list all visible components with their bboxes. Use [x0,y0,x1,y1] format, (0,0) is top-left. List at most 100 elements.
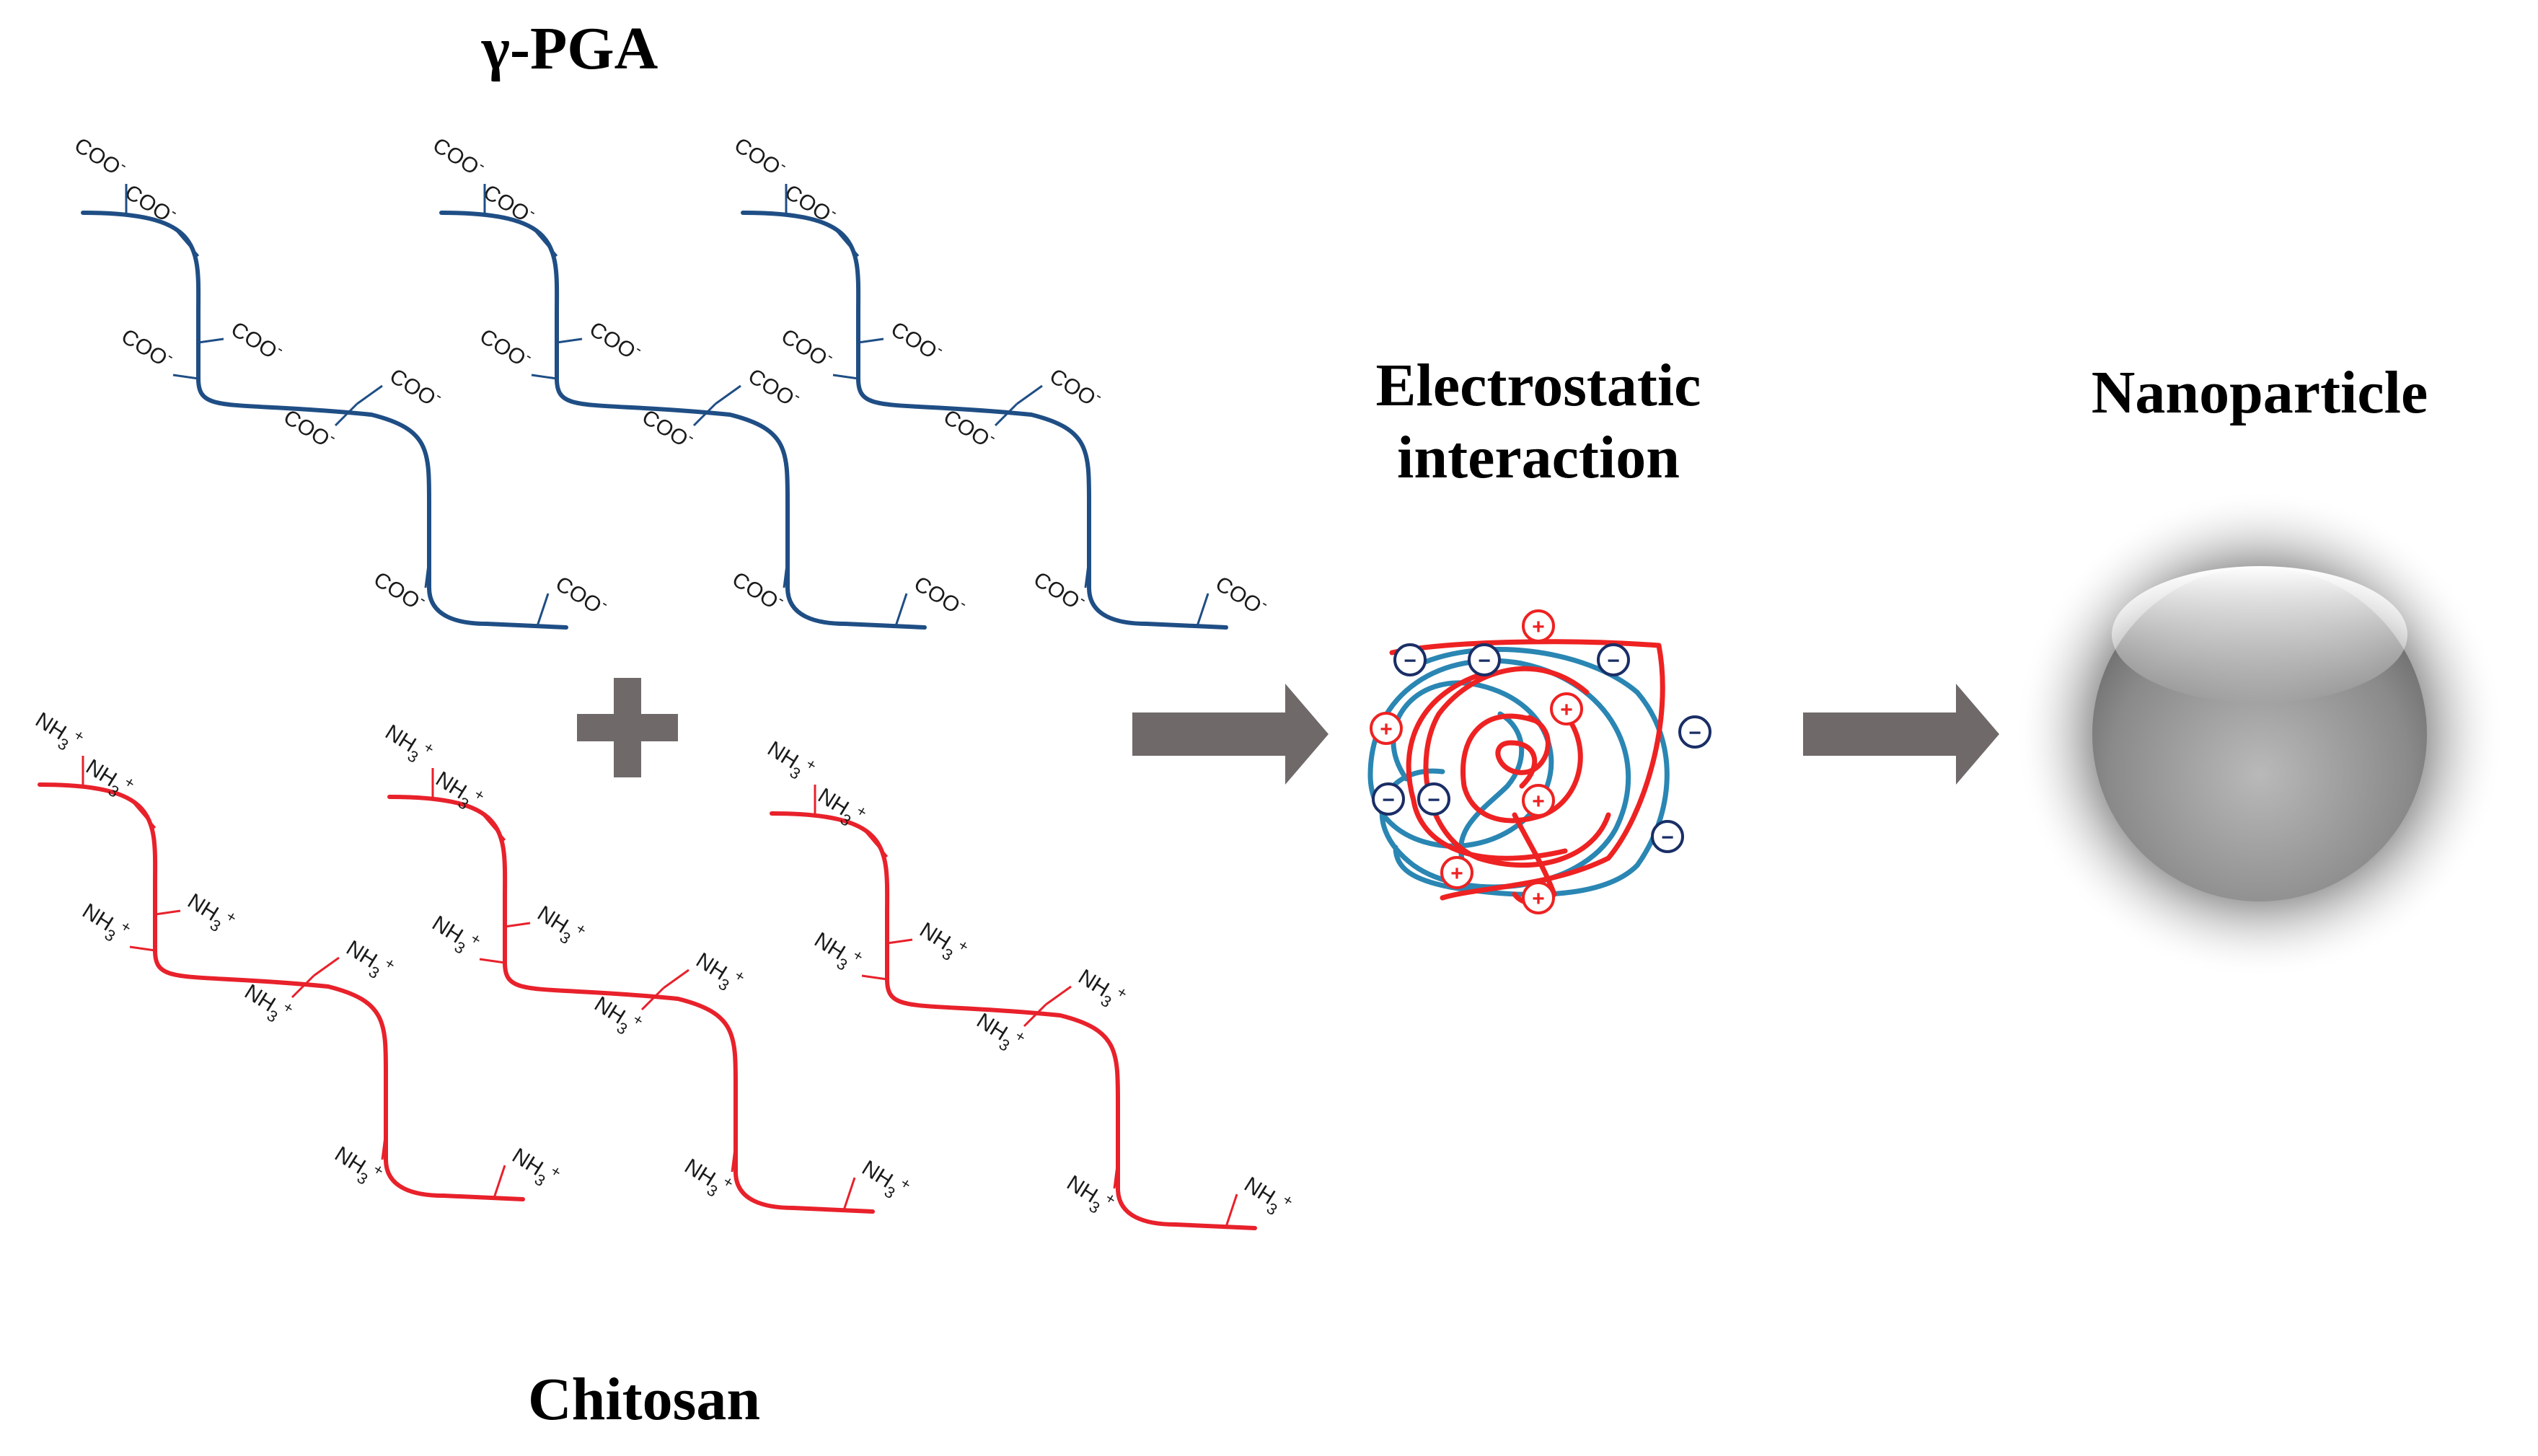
plus-sign-icon [577,678,678,777]
carboxylate-label: COO- [117,321,178,374]
carboxylate-label: COO- [479,177,540,229]
carboxylate-label: COO- [744,361,805,413]
chitosan-chain [40,785,523,1199]
carboxylate-label: COO- [585,314,646,366]
side-bond [1196,593,1209,627]
side-bond [175,230,200,257]
positive-charge-marker [1550,692,1583,725]
pga-chain [441,213,925,627]
pga-chain [83,213,566,627]
positive-charge-marker-symbol: + [1450,862,1463,886]
carboxylate-groups: COO-COO-COO-COO-COO-COO-COO-COO-COO-COO-… [70,130,1272,627]
positive-charge-marker [1522,881,1555,914]
side-bond [864,831,889,857]
ammonium-label: NH3+ [760,733,820,788]
side-bond [531,374,558,380]
carboxylate-label: COO- [385,361,446,413]
negative-charge-marker-symbol: − [1607,649,1620,673]
ammonium-label: NH3+ [1237,1169,1297,1224]
ammonium-label: NH3+ [677,1151,737,1206]
negative-charge-marker-symbol: − [1404,649,1416,673]
negative-charge-marker-symbol: − [1478,649,1491,673]
ammonium-label: NH3+ [425,908,485,963]
negative-charge-marker [1597,643,1630,676]
carboxylate-label: COO- [780,177,842,229]
negative-charge-marker [1372,782,1405,816]
carboxylate-label: COO- [1029,564,1090,617]
ammonium-label: NH3+ [180,886,240,940]
carboxylate-label: COO- [226,314,288,366]
positive-charge-marker-symbol: + [1532,887,1545,911]
side-bond [1113,1159,1119,1189]
ammonium-label: NH3+ [327,1139,387,1194]
electrostatic-title-line2: interaction [1397,424,1680,491]
side-bond [731,1142,737,1173]
side-bond [894,593,908,627]
negative-charge-marker [1417,782,1450,816]
ammonium-label: NH3+ [530,898,590,953]
complex-charges: ++++++−−−−−−− [1370,609,1711,914]
side-bond [783,558,789,588]
nanoparticle-title: Nanoparticle [2092,359,2428,426]
pga-chain [743,213,1226,627]
positive-charge-marker-symbol: + [1532,615,1545,639]
side-bond [356,384,383,405]
side-bond [861,974,888,981]
side-bond [692,402,717,427]
carboxylate-label: COO- [730,130,791,182]
side-bond [1016,384,1043,405]
ammonium-label: NH3+ [689,945,749,1000]
positive-charge-marker [1440,856,1473,889]
side-bond [1045,985,1072,1006]
side-bond [994,402,1018,427]
negative-charge-marker [1678,715,1711,749]
side-bond [858,337,884,344]
positive-charge-marker-symbol: + [1532,790,1545,813]
carboxylate-label: COO- [428,130,490,182]
side-bond [832,374,859,380]
side-bond [129,945,156,952]
ammonium-label: NH3+ [855,1152,915,1207]
carboxylate-label: COO- [1045,361,1106,413]
side-bond [1023,1003,1047,1028]
carboxylate-label: COO- [120,177,182,229]
side-bond [334,402,358,427]
side-bond [493,1165,506,1199]
positive-charge-marker [1370,712,1403,745]
ammonium-label: NH3+ [1059,1168,1119,1222]
side-bond [482,814,506,841]
side-bond [132,802,157,829]
side-bond [1084,558,1090,588]
side-bond [640,987,665,1011]
carboxylate-label: COO- [1211,568,1272,621]
carboxylate-label: COO- [777,321,838,374]
nanoparticle-highlight [2112,566,2407,703]
nanoparticle-sphere-icon [2014,489,2505,979]
side-bond [154,909,181,916]
carboxylate-label: COO- [369,564,431,617]
ammonium-label: NH3+ [807,925,867,979]
electrostatic-title-line1: Electrostatic [1376,352,1701,419]
ammonium-label: NH3+ [339,932,399,987]
chitosan-chain [772,813,1255,1228]
side-bond [886,938,913,945]
carboxylate-label: COO- [909,568,971,621]
chitosan-chain [389,797,873,1212]
carboxylate-label: COO- [886,314,948,366]
chitosan-chains: NH3+ NH3+ NH3+ NH3+ NH3+ NH3+ NH3+ NH3+ NH3+ NH3+… [28,705,1297,1228]
negative-charge-marker-symbol: − [1688,721,1701,745]
negative-charge-marker [1393,643,1427,676]
positive-charge-marker-symbol: + [1380,718,1393,741]
positive-charge-marker [1522,609,1555,643]
side-bond [504,922,531,928]
side-bond [842,1177,856,1211]
ammonium-label: NH3+ [912,914,972,969]
ammonium-groups: NH3+ NH3+ NH3+ NH3+ NH3+ NH3+ NH3+ NH3+ NH3+ NH3+… [28,705,1297,1227]
side-bond [479,958,506,964]
side-bond [663,969,689,989]
ammonium-label: NH3+ [28,705,88,759]
side-bond [424,558,431,588]
carboxylate-label: COO- [70,130,131,182]
ammonium-label: NH3+ [1071,961,1131,1016]
ammonium-label: NH3+ [378,717,438,772]
